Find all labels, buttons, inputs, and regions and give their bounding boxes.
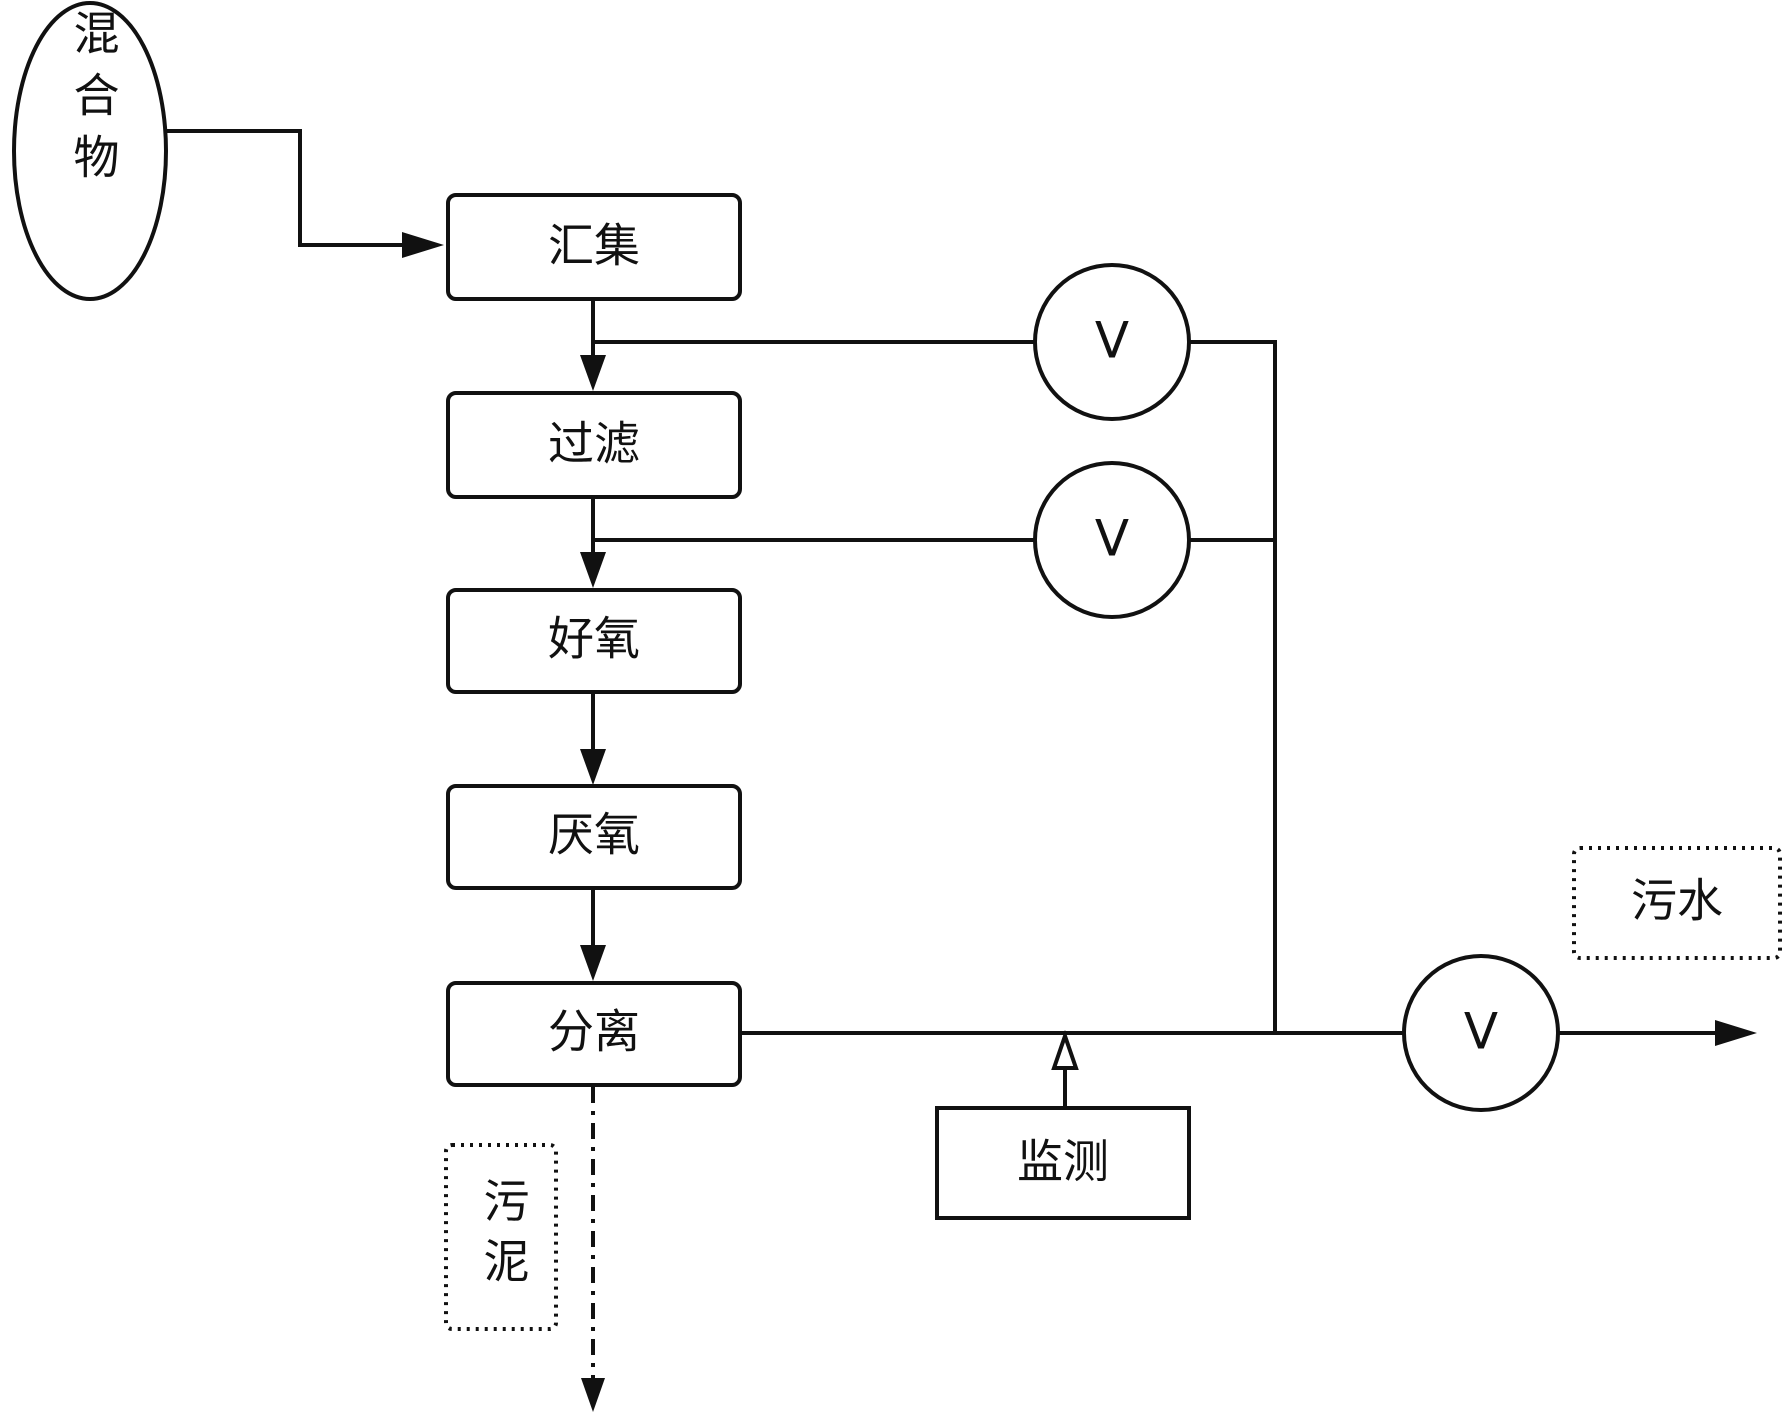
sludge-label: 污泥 [477,1177,531,1297]
collect-to-filter-arrowhead [580,355,606,391]
aerobic-to-anaerobic-arrowhead [580,749,606,785]
valve-1-label: V [1095,312,1129,370]
aerobic-label: 好氧 [548,612,640,666]
aerobic-box: 好氧 [446,588,742,694]
filter-box: 过滤 [446,391,742,499]
filter-label: 过滤 [548,417,640,471]
collect-box: 汇集 [446,193,742,301]
source-to-collect-arrowhead [402,232,444,258]
valve-1: V [1033,263,1191,421]
valve-2: V [1033,461,1191,619]
effluent-outlet-arrowhead [1715,1020,1757,1046]
source-ellipse [12,1,168,301]
source-to-collect-line [166,129,410,247]
sludge-output: 污泥 [444,1143,558,1331]
anaerobic-label: 厌氧 [548,808,640,862]
source-label: 混合物 [67,9,121,195]
monitor-box: 监测 [935,1106,1191,1220]
filter-to-aerobic-arrowhead [580,552,606,588]
collect-label: 汇集 [548,219,640,273]
separate-box: 分离 [446,981,742,1087]
sewage-output: 污水 [1572,846,1782,960]
monitor-label: 监测 [1017,1135,1109,1189]
sewage-label: 污水 [1631,874,1723,928]
anaerobic-to-separate-arrowhead [580,945,606,981]
anaerobic-box: 厌氧 [446,784,742,890]
valve-2-label: V [1095,510,1129,568]
valve-3: V [1402,954,1560,1112]
valve-3-label: V [1464,1003,1498,1061]
separate-label: 分离 [548,1005,640,1059]
sludge-discharge-arrowhead [581,1378,605,1412]
source-node: 混合物 [12,1,168,301]
monitor-to-line-arrowhead [1051,1029,1079,1070]
